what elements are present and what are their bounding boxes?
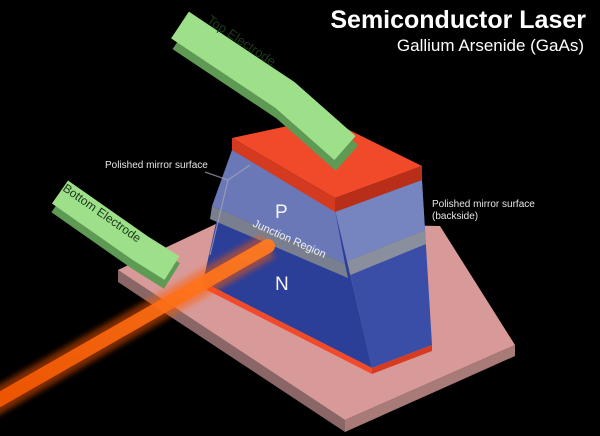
diagram-title: Semiconductor Laser — [330, 6, 586, 34]
top-electrode — [171, 11, 359, 171]
polished-mirror-back-line1: Polished mirror surface — [432, 199, 535, 210]
n-region-label: N — [275, 274, 289, 295]
polished-mirror-back-line2: (backside) — [432, 211, 479, 222]
polished-mirror-back-label: Polished mirror surface (backside) — [432, 199, 535, 223]
p-region-label: P — [275, 202, 288, 223]
polished-mirror-front-label: Polished mirror surface — [105, 160, 208, 171]
bottom-electrode — [51, 180, 180, 289]
laser-beam — [0, 234, 275, 415]
diagram-subtitle: Gallium Arsenide (GaAs) — [396, 36, 584, 55]
pointer-line-front-2 — [227, 164, 251, 181]
